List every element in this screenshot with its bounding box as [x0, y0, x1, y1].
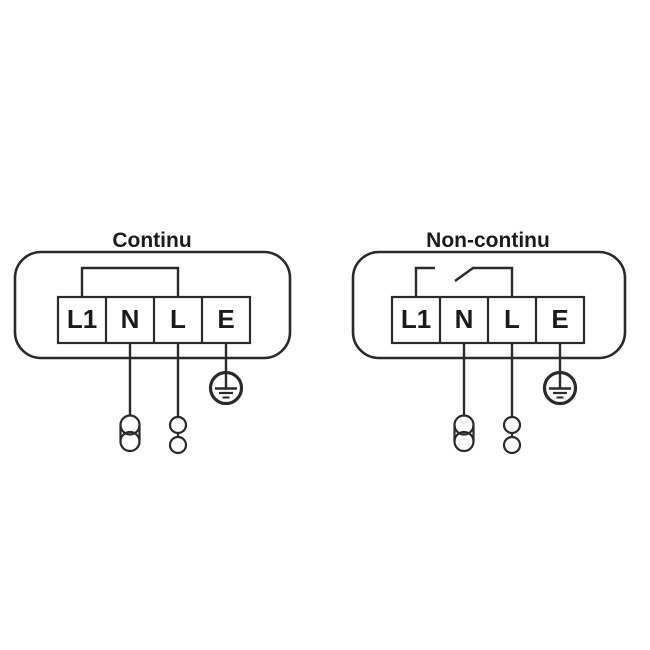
diagram-title: Non-continu	[426, 229, 550, 252]
device-enclosure	[13, 250, 292, 360]
diagram-continu: Continu L1 N L E	[0, 218, 310, 468]
switched-jumper-wire	[414, 266, 514, 297]
connector-circle	[168, 435, 188, 455]
terminal-block: L1 N L E	[56, 295, 252, 345]
jumper-wire	[80, 266, 180, 297]
terminal-label-l1: L1	[401, 304, 431, 334]
device-enclosure	[351, 250, 627, 360]
terminal-block: L1 N L E	[390, 295, 586, 345]
terminal-label-e: E	[551, 304, 568, 334]
diagram-non-continu-svg: Non-continu L1 N L E	[351, 229, 627, 455]
terminal-label-n: N	[455, 304, 474, 334]
capsule-connector	[453, 414, 475, 453]
connector-circle	[502, 435, 522, 455]
earth-circle	[542, 370, 578, 406]
terminal-label-l: L	[504, 304, 520, 334]
switch-blade	[454, 266, 514, 297]
two-circle-connector	[502, 415, 522, 455]
capsule-connector	[119, 414, 141, 453]
diagram-title: Continu	[112, 229, 191, 252]
connector-circle	[502, 415, 522, 435]
terminal-label-e: E	[217, 304, 234, 334]
terminal-label-l1: L1	[67, 304, 97, 334]
protective-earth-icon	[542, 370, 578, 406]
terminal-label-n: N	[121, 304, 140, 334]
two-circle-connector	[168, 415, 188, 455]
protective-earth-icon	[208, 370, 244, 406]
jumper-left-segment	[414, 266, 435, 297]
diagram-non-continu: Non-continu L1 N L E	[330, 218, 650, 468]
earth-circle	[208, 370, 244, 406]
connector-circle	[168, 415, 188, 435]
diagram-continu-svg: Continu L1 N L E	[13, 229, 292, 455]
terminal-label-l: L	[170, 304, 186, 334]
